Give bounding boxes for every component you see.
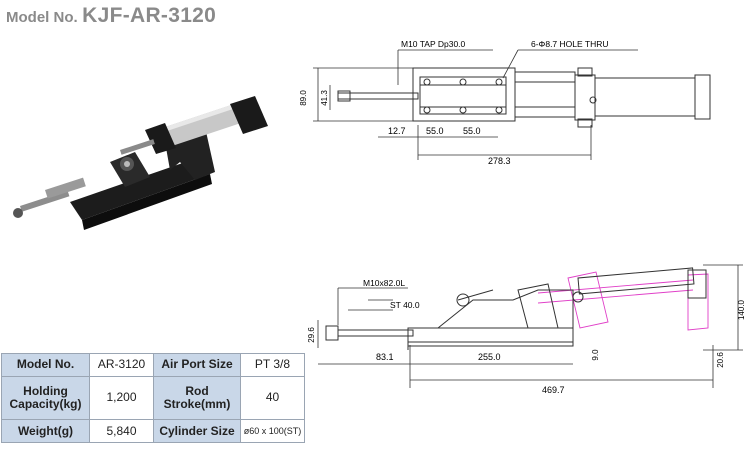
table-cell: Model No. — [1, 353, 90, 377]
table-cell: 1,200 — [89, 375, 154, 421]
model-label: Model No. — [6, 9, 78, 26]
table-cell: Rod Stroke(mm) — [153, 375, 241, 421]
dim-d1: 12.7 — [388, 126, 406, 136]
table-cell: Weight(g) — [1, 419, 90, 443]
table-cell: PT 3/8 — [240, 353, 305, 377]
callout-tap: M10 TAP Dp30.0 — [401, 39, 466, 49]
callout-holes: 6-Φ8.7 HOLE THRU — [531, 39, 608, 49]
dim-height-outer: 89.0 — [299, 90, 308, 106]
table-cell: 5,840 — [89, 419, 154, 443]
product-photo — [13, 96, 268, 230]
dim-d3: 55.0 — [463, 126, 481, 136]
table-row: Holding Capacity(kg) 1,200 Rod Stroke(mm… — [1, 375, 305, 421]
page-header: Model No. KJF-AR-3120 — [6, 4, 216, 28]
side-view-drawing: M10x82.0L ST 40.0 29.6 83.1 255.0 469.7 … — [307, 264, 746, 395]
dim-d2: 55.0 — [426, 126, 444, 136]
model-number: KJF-AR-3120 — [82, 4, 217, 27]
dim-height-inner: 41.3 — [320, 90, 329, 106]
dim-h-mid: 9.0 — [591, 349, 600, 361]
dim-side-total: 469.7 — [542, 385, 565, 395]
dim-total: 278.3 — [488, 156, 511, 166]
table-row: Model No. AR-3120 Air Port Size PT 3/8 — [1, 353, 305, 377]
table-row: Weight(g) 5,840 Cylinder Size ø60 x 100(… — [1, 419, 305, 443]
dim-h-right: 20.6 — [716, 352, 725, 368]
table-cell: Air Port Size — [153, 353, 241, 377]
dim-side-d2: 255.0 — [478, 352, 501, 362]
table-cell: Holding Capacity(kg) — [1, 375, 90, 421]
spec-table: Model No. AR-3120 Air Port Size PT 3/8 H… — [1, 353, 305, 443]
callout-stroke: ST 40.0 — [390, 300, 420, 310]
dim-height: 140.0 — [737, 299, 746, 320]
table-cell: Cylinder Size — [153, 419, 241, 443]
top-view-drawing: 89.0 41.3 M10 TAP Dp30.0 6-Φ8.7 HOLE THR… — [299, 39, 711, 166]
callout-thread: M10x82.0L — [363, 278, 405, 288]
table-cell: 40 — [240, 375, 305, 421]
table-cell: AR-3120 — [89, 353, 154, 377]
dim-side-d1: 83.1 — [376, 352, 394, 362]
dim-h-left: 29.6 — [307, 327, 316, 343]
table-cell: ø60 x 100(ST) — [240, 419, 305, 443]
